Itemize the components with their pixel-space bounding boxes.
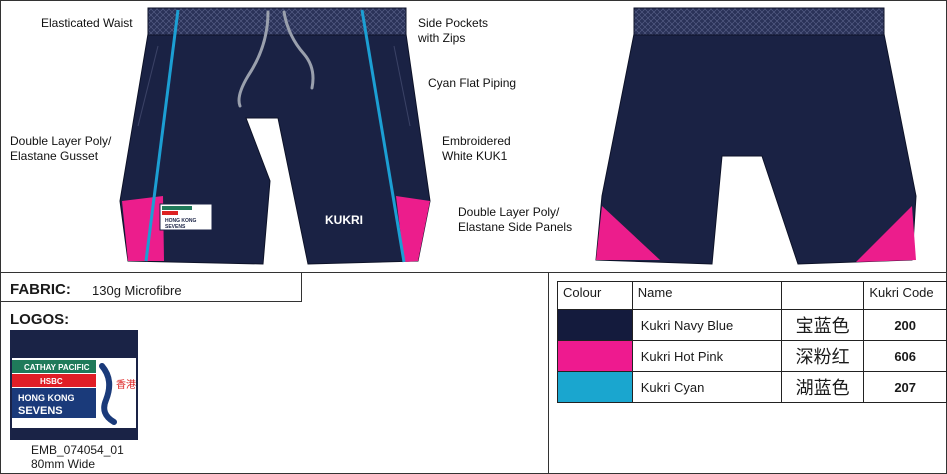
colour-name: Kukri Hot Pink [631,340,782,372]
header-code: Kukri Code [863,281,947,310]
callout-line: Embroidered [442,134,511,148]
callout-gusset: Double Layer Poly/ Elastane Gusset [10,134,111,164]
table-row: Kukri Hot Pink 深粉红 606 [557,340,947,372]
colour-code: 606 [863,340,947,372]
callout-line: Elastane Side Panels [458,220,573,234]
logo-bank: HSBC [40,377,63,386]
drawcord [237,10,315,108]
table-row: Kukri Navy Blue 宝蓝色 200 [557,309,947,341]
logo-line1: HONG KONG [18,393,75,403]
callout-cyan-piping: Cyan Flat Piping [428,76,517,90]
table-row: Kukri Cyan 湖蓝色 207 [557,371,947,403]
fabric-label: FABRIC: [10,281,71,298]
colour-name: Kukri Cyan [631,371,782,403]
logo-code: EMB_074054_01 [31,443,124,457]
header-colour: Colour [557,281,633,310]
shorts-back [595,7,917,265]
colour-chinese: 湖蓝色 [780,371,865,403]
colour-chinese: 深粉红 [780,340,865,372]
callout-embroidered: Embroidered White KUK1 [442,134,511,164]
logos-label: LOGOS: [10,311,70,328]
callout-line: Double Layer Poly/ [458,205,560,219]
logo-info: EMB_074054_01 80mm Wide [31,443,124,471]
colour-chinese: 宝蓝色 [780,309,865,341]
colour-swatch [557,309,633,341]
front-badge-line2: SEVENS [165,224,186,230]
logo-sponsor: CATHAY PACIFIC [24,363,90,372]
column-divider [548,272,549,474]
section-divider [0,272,947,273]
colour-table-header: Colour Name Kukri Code [557,281,947,310]
logo-chinese: 香港 [116,379,136,391]
fabric-box [0,272,302,302]
front-badge [159,203,213,231]
callout-line: Elastane Gusset [10,149,99,163]
colour-name: Kukri Navy Blue [631,309,782,341]
front-piping-left [144,9,180,262]
front-pink-left [122,196,164,261]
front-pink-right [396,196,430,262]
back-waistband [633,7,885,36]
hk-sevens-logo: CATHAY PACIFIC HSBC HONG KONG SEVENS 香港 [10,330,138,440]
front-piping-right [360,9,406,263]
callout-line: with Zips [418,31,466,45]
front-waistband [147,7,407,36]
logo-line2: SEVENS [18,405,63,417]
header-name: Name [631,281,782,310]
callout-line: Double Layer Poly/ [10,134,112,148]
logo-size: 80mm Wide [31,457,96,471]
colour-table: Colour Name Kukri Code Kukri Navy Blue 宝… [557,281,947,403]
fabric-value: 130g Microfibre [92,283,182,298]
header-chinese [780,281,865,310]
callout-side-pockets: Side Pockets with Zips [418,16,488,46]
colour-code: 200 [863,309,947,341]
callout-side-panels: Double Layer Poly/ Elastane Side Panels [458,205,572,235]
callout-elasticated-waist: Elasticated Waist [41,16,133,30]
colour-code: 207 [863,371,947,403]
logo-artwork: CATHAY PACIFIC HSBC HONG KONG SEVENS 香港 [10,330,138,440]
callout-line: White KUK1 [442,149,508,163]
back-pink-right [856,206,916,262]
back-pink-left [596,206,660,260]
front-badge-line1: HONG KONG [165,218,197,224]
shorts-front: HONG KONG SEVENS KUKRI [119,7,431,265]
callout-line: Side Pockets [418,16,489,30]
colour-swatch [557,340,633,372]
back-body [595,33,917,265]
colour-swatch [557,371,633,403]
kukri-logo: KUKRI [325,213,363,227]
